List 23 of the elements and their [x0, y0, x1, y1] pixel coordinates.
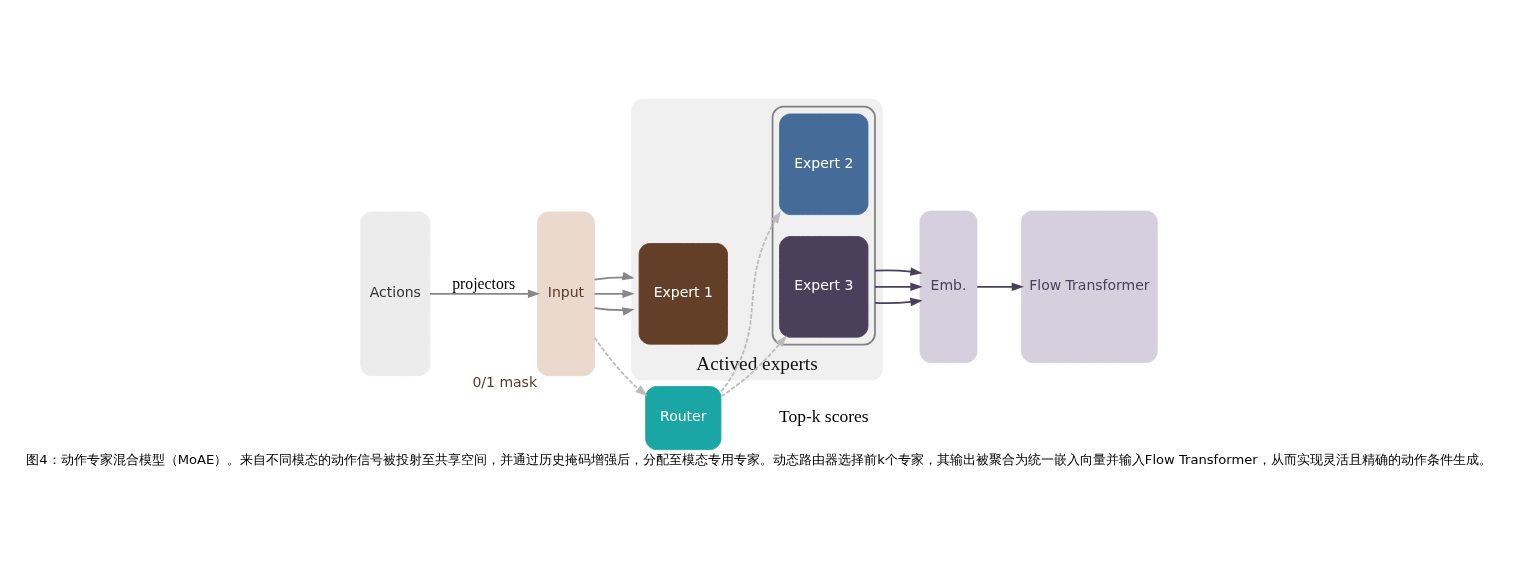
arrow — [593, 336, 648, 397]
node-box: Actions — [360, 211, 431, 377]
arrow — [720, 335, 787, 398]
node-box: Expert 2 — [779, 113, 869, 216]
label: Top-k scores — [778, 406, 869, 427]
node-box: Expert 1 — [638, 243, 728, 345]
node-box: Flow Transformer — [1021, 210, 1158, 363]
node-box: Router — [645, 386, 722, 451]
edge-label: projectors — [452, 274, 516, 292]
arrow — [429, 289, 541, 299]
arrow — [874, 282, 923, 292]
node-box: Emb. — [919, 210, 978, 363]
arrow — [874, 297, 923, 307]
node-box: Input — [537, 211, 595, 377]
node-box: Expert 3 — [779, 236, 869, 338]
arrow — [593, 271, 635, 281]
arrow — [976, 282, 1024, 292]
arrow — [720, 210, 781, 393]
arrow — [874, 267, 923, 276]
arrow — [593, 307, 635, 316]
arrow — [593, 289, 635, 299]
caption: 图4：动作专家混合模型（MoAE）。来自不同模态的动作信号被投射至共享空间，并通过历史掩码增强后，分配至模态专用专家。动态路由器选择前k个专家，其输出被聚合为统一嵌入向量并输入Flow Transformer，从而实现灵活且精确的动作条件生成。 — [26, 451, 1492, 467]
node-label: 0/1 mask — [472, 373, 538, 390]
